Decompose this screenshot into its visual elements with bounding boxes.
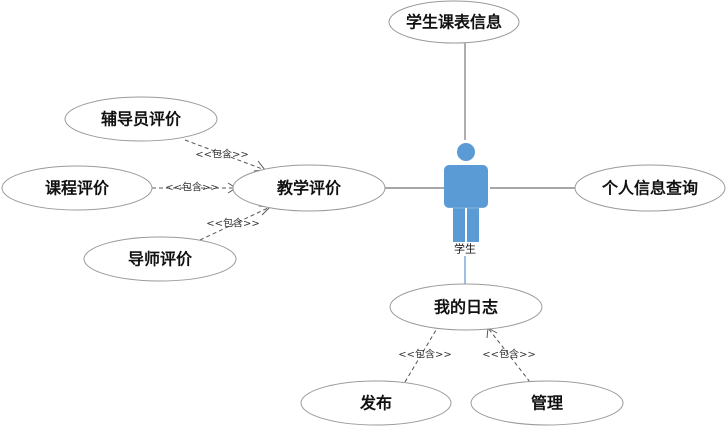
use-case-personal-info: 个人信息查询	[574, 164, 726, 212]
use-case-course-eval-label: 课程评价	[45, 179, 110, 198]
use-case-publish: 发布	[300, 380, 452, 426]
include-label-manage: <<包含>>	[482, 348, 536, 361]
use-case-my-log: 我的日志	[389, 283, 543, 331]
use-case-my-log-label: 我的日志	[434, 298, 498, 317]
use-case-tutor-eval-label: 辅导员评价	[101, 110, 182, 129]
include-label-tutor: <<包含>>	[195, 148, 249, 161]
use-case-publish-label: 发布	[359, 394, 392, 413]
include-label-course: <<包含>>	[165, 181, 219, 194]
use-case-teaching-eval-label: 教学评价	[277, 179, 342, 198]
use-case-advisor-eval-label: 导师评价	[128, 250, 193, 269]
use-case-manage-label: 管理	[531, 394, 563, 413]
use-case-teaching-eval: 教学评价	[232, 164, 386, 212]
use-case-tutor-eval: 辅导员评价	[64, 96, 218, 142]
use-case-advisor-eval: 导师评价	[83, 236, 237, 282]
use-case-course-eval: 课程评价	[1, 165, 153, 211]
actor-label: 学生	[454, 242, 476, 256]
use-case-manage: 管理	[470, 380, 624, 426]
student-actor-icon	[444, 143, 488, 242]
use-case-schedule-label: 学生课表信息	[406, 13, 502, 32]
use-case-personal-info-label: 个人信息查询	[601, 179, 698, 198]
include-label-publish: <<包含>>	[398, 348, 452, 361]
include-label-advisor: <<包含>>	[206, 217, 260, 230]
use-case-schedule: 学生课表信息	[388, 0, 520, 44]
